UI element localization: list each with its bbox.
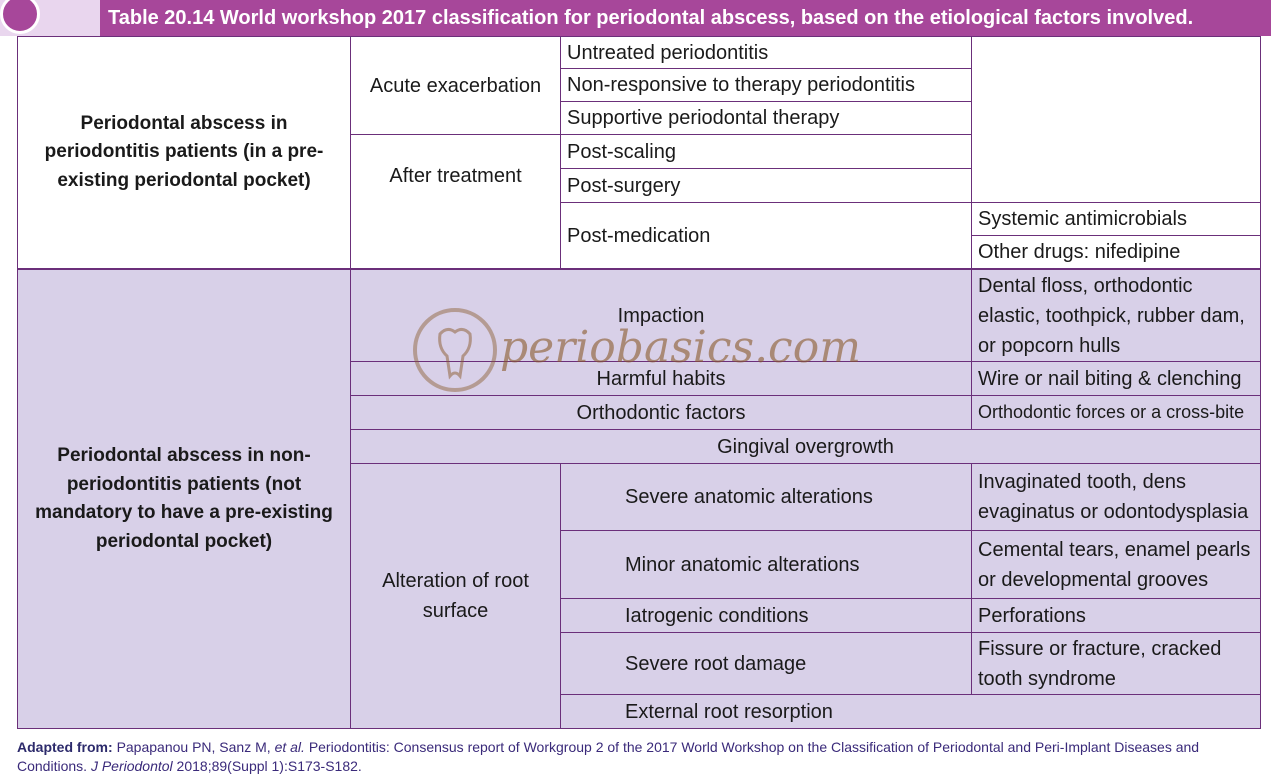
section-non-periodontitis-patients: Periodontal abscess in non-periodontitis… (17, 269, 1261, 729)
acute-exacerbation-label: Acute exacerbation (350, 36, 561, 135)
section-periodontitis-patients: Periodontal abscess in periodontitis pat… (17, 36, 1261, 269)
title-bar: Table 20.14 World workshop 2017 classifi… (0, 0, 1271, 36)
section-b-heading: Periodontal abscess in non-periodontitis… (17, 269, 351, 729)
supportive-periodontal-therapy: Supportive periodontal therapy (560, 101, 972, 135)
title-bullet-icon (0, 0, 40, 34)
harmful-habits-detail: Wire or nail biting & clenching (971, 361, 1261, 396)
severe-root-damage: Severe root damage (560, 632, 972, 695)
post-scaling: Post-scaling (560, 134, 972, 169)
iatrogenic-conditions: Iatrogenic conditions (560, 598, 972, 633)
footer-authors: Papapanou PN, Sanz M, (116, 739, 271, 755)
blank-cell (971, 36, 1261, 203)
table-title: Table 20.14 World workshop 2017 classifi… (100, 0, 1271, 36)
minor-anatomic-detail: Cemental tears, enamel pearls or develop… (971, 530, 1261, 599)
gingival-overgrowth-label: Gingival overgrowth (350, 429, 1261, 464)
severe-anatomic-alterations: Severe anatomic alterations (560, 463, 972, 531)
post-surgery: Post-surgery (560, 168, 972, 203)
post-medication-label: Post-medication (560, 202, 972, 269)
severe-anatomic-detail: Invaginated tooth, dens evaginatus or od… (971, 463, 1261, 531)
non-responsive-periodontitis: Non-responsive to therapy periodontitis (560, 68, 972, 102)
external-root-resorption: External root resorption (560, 694, 1261, 729)
section-a-heading: Periodontal abscess in periodontitis pat… (17, 36, 351, 269)
footer-citation: Periodontitis: Consensus report of Workg… (17, 739, 1200, 774)
footer-etal: et al. (274, 739, 305, 755)
untreated-periodontitis: Untreated periodontitis (560, 36, 972, 69)
root-surface-label: Alteration of root surface (350, 463, 561, 729)
table-footer: Adapted from: Papapanou PN, Sanz M, et a… (17, 738, 1267, 776)
after-treatment-label: After treatment (350, 134, 561, 269)
watermark-text: periobasics.com (500, 322, 861, 373)
severe-root-damage-detail: Fissure or fracture, cracked tooth syndr… (971, 632, 1261, 695)
systemic-antimicrobials: Systemic antimicrobials (971, 202, 1261, 236)
watermark: periobasics.com (400, 300, 861, 400)
other-drugs-nifedipine: Other drugs: nifedipine (971, 235, 1261, 269)
minor-anatomic-alterations: Minor anatomic alterations (560, 530, 972, 599)
footer-journal: J Periodontol (90, 757, 173, 774)
iatrogenic-detail: Perforations (971, 598, 1261, 633)
impaction-detail: Dental floss, orthodontic elastic, tooth… (971, 269, 1261, 362)
orthodontic-factors-detail: Orthodontic forces or a cross-bite (971, 395, 1261, 430)
footer-label: Adapted from: (17, 739, 113, 755)
footer-volume: 2018;89(Suppl 1):S173-S182. (176, 757, 362, 774)
orthodontic-factors-label: Orthodontic factors (350, 395, 972, 430)
tooth-logo-icon (413, 308, 497, 392)
